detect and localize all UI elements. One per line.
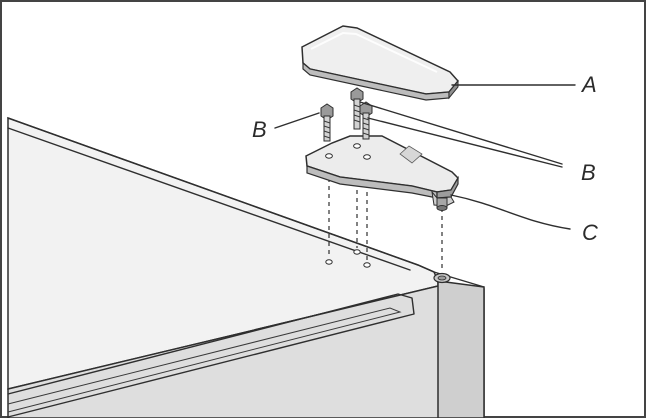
callout-b-right-line-lower xyxy=(367,117,563,168)
hinge-bracket xyxy=(305,135,459,211)
label-a: A xyxy=(580,72,597,97)
pivot-socket-hole xyxy=(437,275,447,281)
cabinet-top-edge xyxy=(7,117,419,266)
front-channel-inner xyxy=(7,307,402,413)
cabinet-top-right-edge xyxy=(417,264,485,288)
label-b-right: B xyxy=(581,160,596,185)
callout-b-left-line xyxy=(274,112,320,129)
cabinet-top-inner-edge xyxy=(7,127,411,271)
cabinet-mounting-holes xyxy=(325,249,371,268)
callout-lines xyxy=(274,84,576,230)
bracket-raised-pad xyxy=(399,145,423,164)
hinge-pin-tip xyxy=(436,205,448,211)
bolt-middle xyxy=(350,87,364,130)
bolts xyxy=(320,87,373,142)
cabinet-body xyxy=(7,116,485,418)
label-b-left: B xyxy=(252,117,267,142)
front-channel-outer xyxy=(7,293,415,418)
callout-c-line xyxy=(450,194,571,230)
callout-b-right-line-upper xyxy=(359,101,563,165)
bolt-left xyxy=(320,103,334,142)
cabinet-right-face xyxy=(437,280,485,418)
hinge-cover xyxy=(301,25,459,101)
label-c: C xyxy=(582,220,598,245)
bolt-right xyxy=(359,101,373,140)
